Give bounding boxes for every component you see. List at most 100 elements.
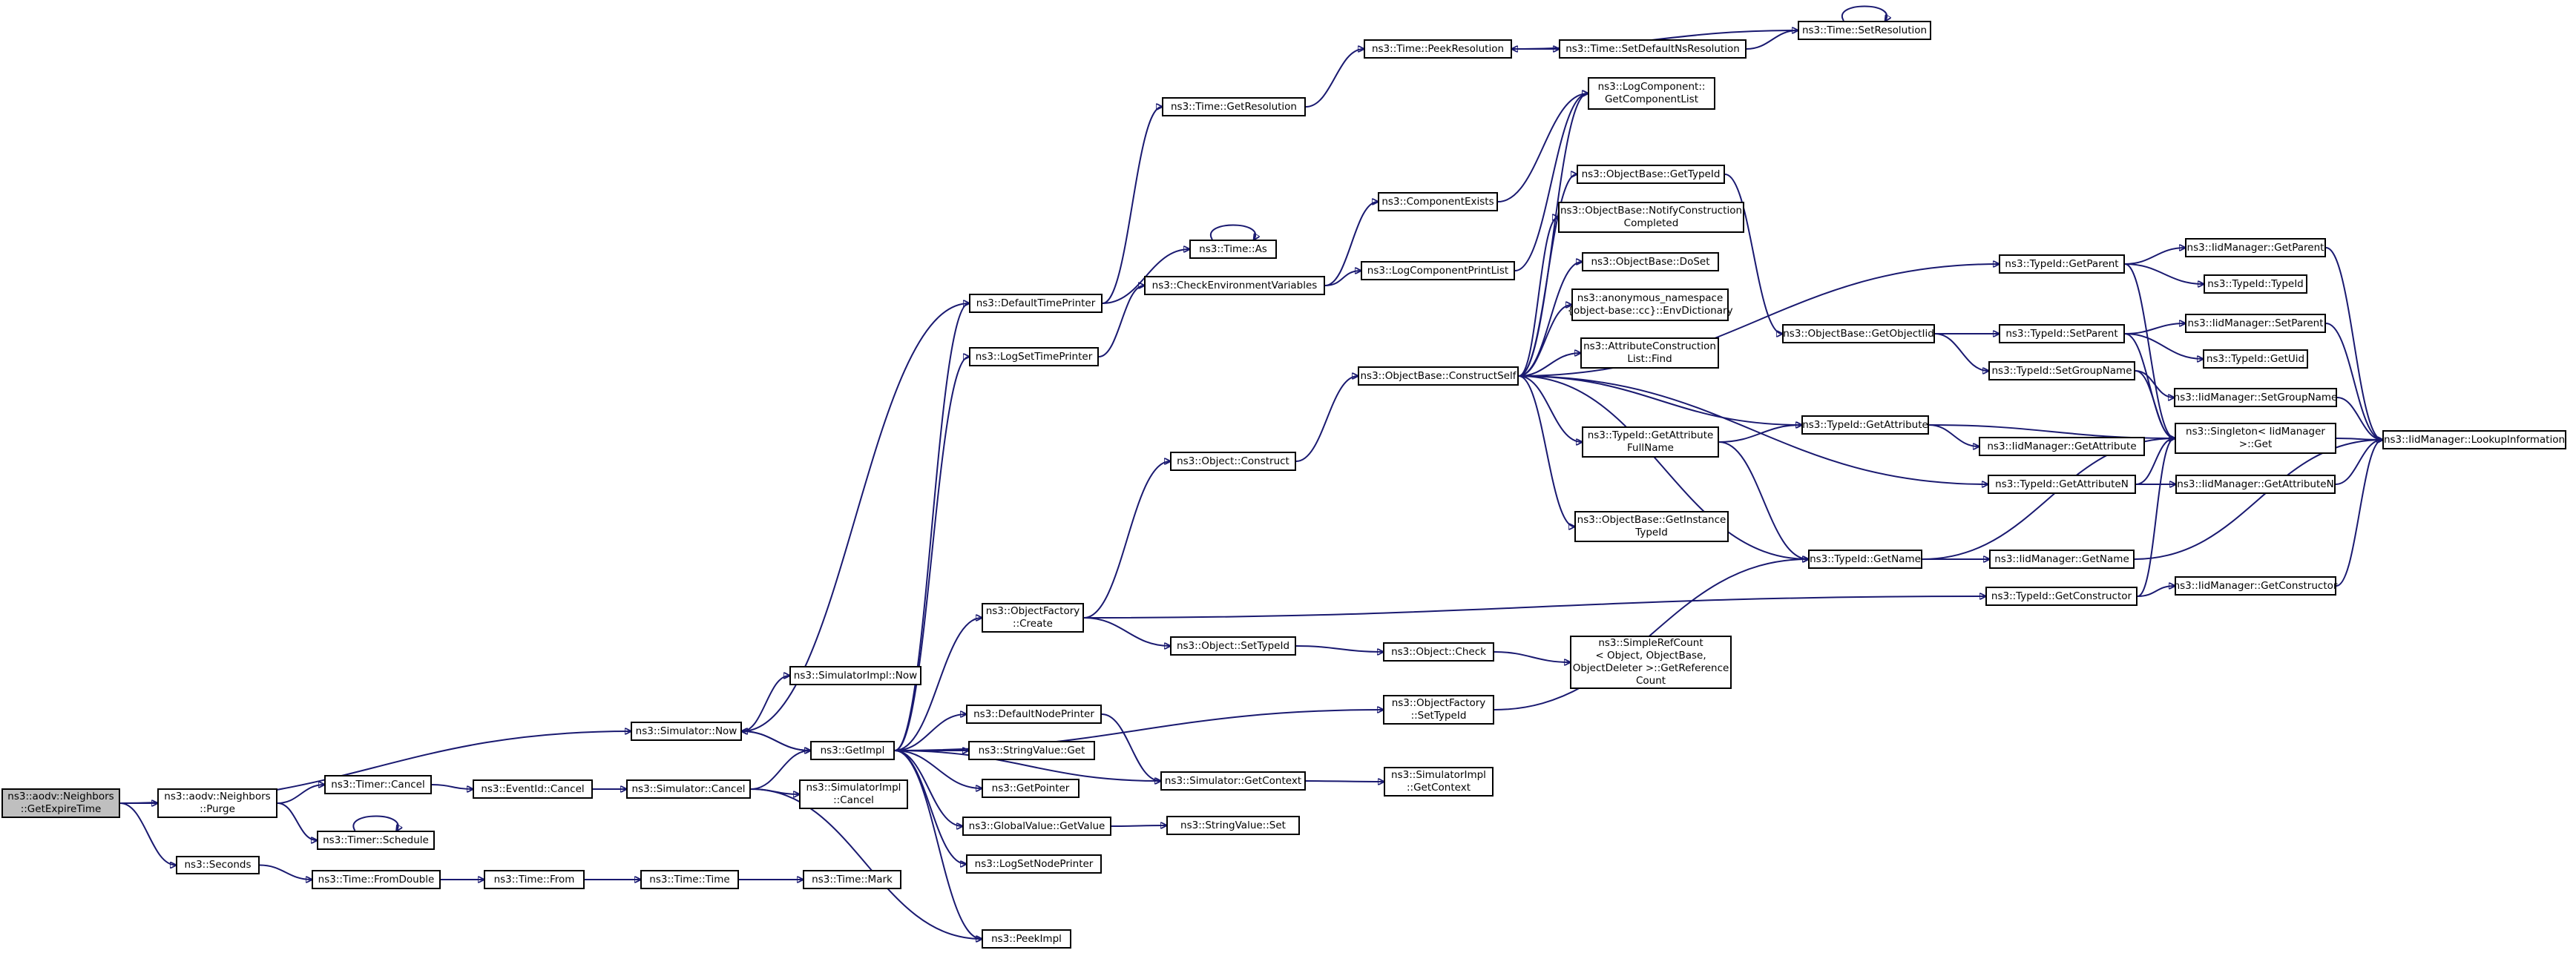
node-timegetres[interactable]: ns3::Time::GetResolution <box>1162 97 1306 116</box>
node-typeidsetparent[interactable]: ns3::TypeId::SetParent <box>1999 324 2125 343</box>
node-setdefaultns[interactable]: ns3::Time::SetDefaultNsResolution <box>1559 39 1747 59</box>
node-stringvalueget[interactable]: ns3::StringValue::Get <box>968 741 1095 760</box>
node-iidgetname[interactable]: ns3::IidManager::GetName <box>1989 550 2135 569</box>
node-label-line: TypeId <box>1635 527 1668 538</box>
node-iidgetattributen[interactable]: ns3::IidManager::GetAttributeN <box>2175 475 2336 494</box>
node-simimplcancel[interactable]: ns3::SimulatorImpl::Cancel <box>799 779 908 809</box>
node-getpointer[interactable]: ns3::GetPointer <box>982 779 1080 798</box>
node-label-line: ns3::PeekImpl <box>991 932 1062 945</box>
node-label-line: ::SetTypeId <box>1410 710 1467 722</box>
node-timeas[interactable]: ns3::Time::As <box>1189 240 1277 259</box>
node-logcompgetlist[interactable]: ns3::LogComponent::GetComponentList <box>1588 77 1715 110</box>
node-envdictionary[interactable]: ns3::anonymous_namespace{object-base::cc… <box>1567 288 1733 321</box>
node-defaulttimeprinter[interactable]: ns3::DefaultTimePrinter <box>969 294 1103 313</box>
node-constructself[interactable]: ns3::ObjectBase::ConstructSelf <box>1358 366 1519 386</box>
node-iidsetparent[interactable]: ns3::IidManager::SetParent <box>2185 314 2326 333</box>
node-label-line: ns3::TypeId::SetParent <box>2005 327 2118 340</box>
node-globalvalueget[interactable]: ns3::GlobalValue::GetValue <box>962 817 1111 836</box>
edge-constructself-to-getinstancetypeid <box>1518 375 1574 527</box>
edge-simgetcontext-to-simimplgetcontext <box>1305 781 1384 782</box>
node-getimpl[interactable]: ns3::GetImpl <box>810 741 895 760</box>
node-timefrom[interactable]: ns3::Time::From <box>484 870 585 889</box>
node-label-line: ns3::Object::SetTypeId <box>1176 639 1290 652</box>
node-timemark[interactable]: ns3::Time::Mark <box>803 870 901 889</box>
node-typeidgetattributen[interactable]: ns3::TypeId::GetAttributeN <box>1988 475 2136 494</box>
node-typeidgetname[interactable]: ns3::TypeId::GetName <box>1808 550 1922 569</box>
node-typeidsetgroupname[interactable]: ns3::TypeId::SetGroupName <box>1988 361 2135 380</box>
edge-componentexists-to-logcompgetlist <box>1497 93 1588 202</box>
node-objsettypeid[interactable]: ns3::Object::SetTypeId <box>1170 636 1296 656</box>
node-peekres[interactable]: ns3::Time::PeekResolution <box>1364 39 1512 59</box>
node-label-line: ns3::LogSetNodePrinter <box>974 857 1094 870</box>
node-seconds[interactable]: ns3::Seconds <box>176 856 260 874</box>
node-lookupinformation[interactable]: ns3::IidManager::LookupInformation <box>2382 430 2566 449</box>
node-typeidgetparent[interactable]: ns3::TypeId::GetParent <box>1999 254 2125 274</box>
node-label-line: {object-base::cc}::EnvDictionary <box>1567 305 1733 317</box>
edge-iidgetname-to-lookupinformation <box>2134 440 2382 560</box>
node-doset[interactable]: ns3::ObjectBase::DoSet <box>1582 252 1719 271</box>
node-logcompprintlist[interactable]: ns3::LogComponentPrintList <box>1361 261 1515 280</box>
node-label-line: ns3::anonymous_namespace <box>1577 292 1724 304</box>
edge-objfactorycreate-to-objconstruct <box>1083 461 1170 619</box>
node-typeidgetattribute[interactable]: ns3::TypeId::GetAttribute <box>1801 415 1929 435</box>
node-eventcancel[interactable]: ns3::EventId::Cancel <box>473 779 593 799</box>
edge-globalvalueget-to-stringvalueset <box>1111 825 1166 826</box>
node-label-line: ns3::TypeId::GetName <box>1810 553 1921 565</box>
node-objbasegettypeid[interactable]: ns3::ObjectBase::GetTypeId <box>1577 165 1725 184</box>
node-timercancel[interactable]: ns3::Timer::Cancel <box>324 775 432 794</box>
node-getobjectiid[interactable]: ns3::ObjectBase::GetObjectIid <box>1782 324 1935 343</box>
node-typeidgetuid[interactable]: ns3::TypeId::GetUid <box>2203 349 2308 369</box>
edge-iidgetconstructor-to-lookupinformation <box>2336 440 2382 587</box>
node-singletonget[interactable]: ns3::Singleton< IidManager >::Get <box>2175 423 2336 454</box>
node-logsettimeprinter[interactable]: ns3::LogSetTimePrinter <box>969 347 1099 366</box>
node-stringvalueset[interactable]: ns3::StringValue::Set <box>1166 816 1300 835</box>
node-simplerefcount[interactable]: ns3::SimpleRefCount< Object, ObjectBase,… <box>1570 636 1732 689</box>
node-label-line: ns3::Time::As <box>1199 243 1267 255</box>
node-simimplnow[interactable]: ns3::SimulatorImpl::Now <box>789 666 921 685</box>
node-label-line: ns3::aodv::Neighbors <box>164 791 271 802</box>
node-logsetnodeprinter[interactable]: ns3::LogSetNodePrinter <box>966 854 1102 874</box>
node-iidsetgroupname[interactable]: ns3::IidManager::SetGroupName <box>2174 388 2337 407</box>
node-objcheck[interactable]: ns3::Object::Check <box>1383 642 1494 662</box>
node-timetime[interactable]: ns3::Time::Time <box>640 870 739 889</box>
node-typeidtypeid[interactable]: ns3::TypeId::TypeId <box>2204 274 2307 294</box>
node-simcancel[interactable]: ns3::Simulator::Cancel <box>626 779 751 799</box>
edge-defaulttimeprinter-to-timegetres <box>1102 107 1162 304</box>
node-label-line: GetComponentList <box>1604 93 1699 105</box>
node-checkenv[interactable]: ns3::CheckEnvironmentVariables <box>1144 276 1325 295</box>
node-fromdouble[interactable]: ns3::Time::FromDouble <box>312 870 441 889</box>
edge-purge-to-timercancel <box>277 785 324 804</box>
node-objconstruct[interactable]: ns3::Object::Construct <box>1170 452 1296 471</box>
node-root[interactable]: ns3::aodv::Neighbors::GetExpireTime <box>1 788 120 818</box>
node-simnow[interactable]: ns3::Simulator::Now <box>631 722 742 741</box>
node-objfactorycreate[interactable]: ns3::ObjectFactory::Create <box>982 603 1084 633</box>
edge-getimpl-to-simnow <box>742 731 811 751</box>
node-label-line: ObjectDeleter >::GetReference <box>1572 662 1729 674</box>
node-label-line: < Object, ObjectBase, <box>1595 650 1706 662</box>
edge-checkenv-to-componentexists <box>1324 202 1378 286</box>
edge-getimpl-to-objfactorycreate <box>894 618 982 751</box>
node-label-line: ns3::Time::Mark <box>812 873 893 886</box>
node-peekimpl[interactable]: ns3::PeekImpl <box>982 929 1071 949</box>
node-purge[interactable]: ns3::aodv::Neighbors::Purge <box>157 788 277 818</box>
node-iidgetattribute[interactable]: ns3::IidManager::GetAttribute <box>1979 437 2145 456</box>
node-simgetcontext[interactable]: ns3::Simulator::GetContext <box>1160 771 1306 791</box>
node-iidgetconstructor[interactable]: ns3::IidManager::GetConstructor <box>2174 576 2337 596</box>
node-label-line: ::Purge <box>200 803 235 815</box>
node-typeidgetconstructor[interactable]: ns3::TypeId::GetConstructor <box>1985 587 2138 606</box>
node-defaultnodeprinter[interactable]: ns3::DefaultNodePrinter <box>966 705 1102 724</box>
node-timerschedule[interactable]: ns3::Timer::Schedule <box>317 831 435 850</box>
node-objfactorysettypeid[interactable]: ns3::ObjectFactory::SetTypeId <box>1383 695 1494 725</box>
node-iidgetparent[interactable]: ns3::IidManager::GetParent <box>2185 238 2326 257</box>
node-setresolution[interactable]: ns3::Time::SetResolution <box>1798 21 1931 40</box>
node-label-line: ns3::Time::From <box>493 873 575 886</box>
edge-defaulttimeprinter-to-simnow <box>742 303 970 731</box>
node-simimplgetcontext[interactable]: ns3::SimulatorImpl::GetContext <box>1384 767 1494 797</box>
edge-getimpl-to-peekimpl <box>894 750 982 939</box>
node-componentexists[interactable]: ns3::ComponentExists <box>1378 192 1498 211</box>
